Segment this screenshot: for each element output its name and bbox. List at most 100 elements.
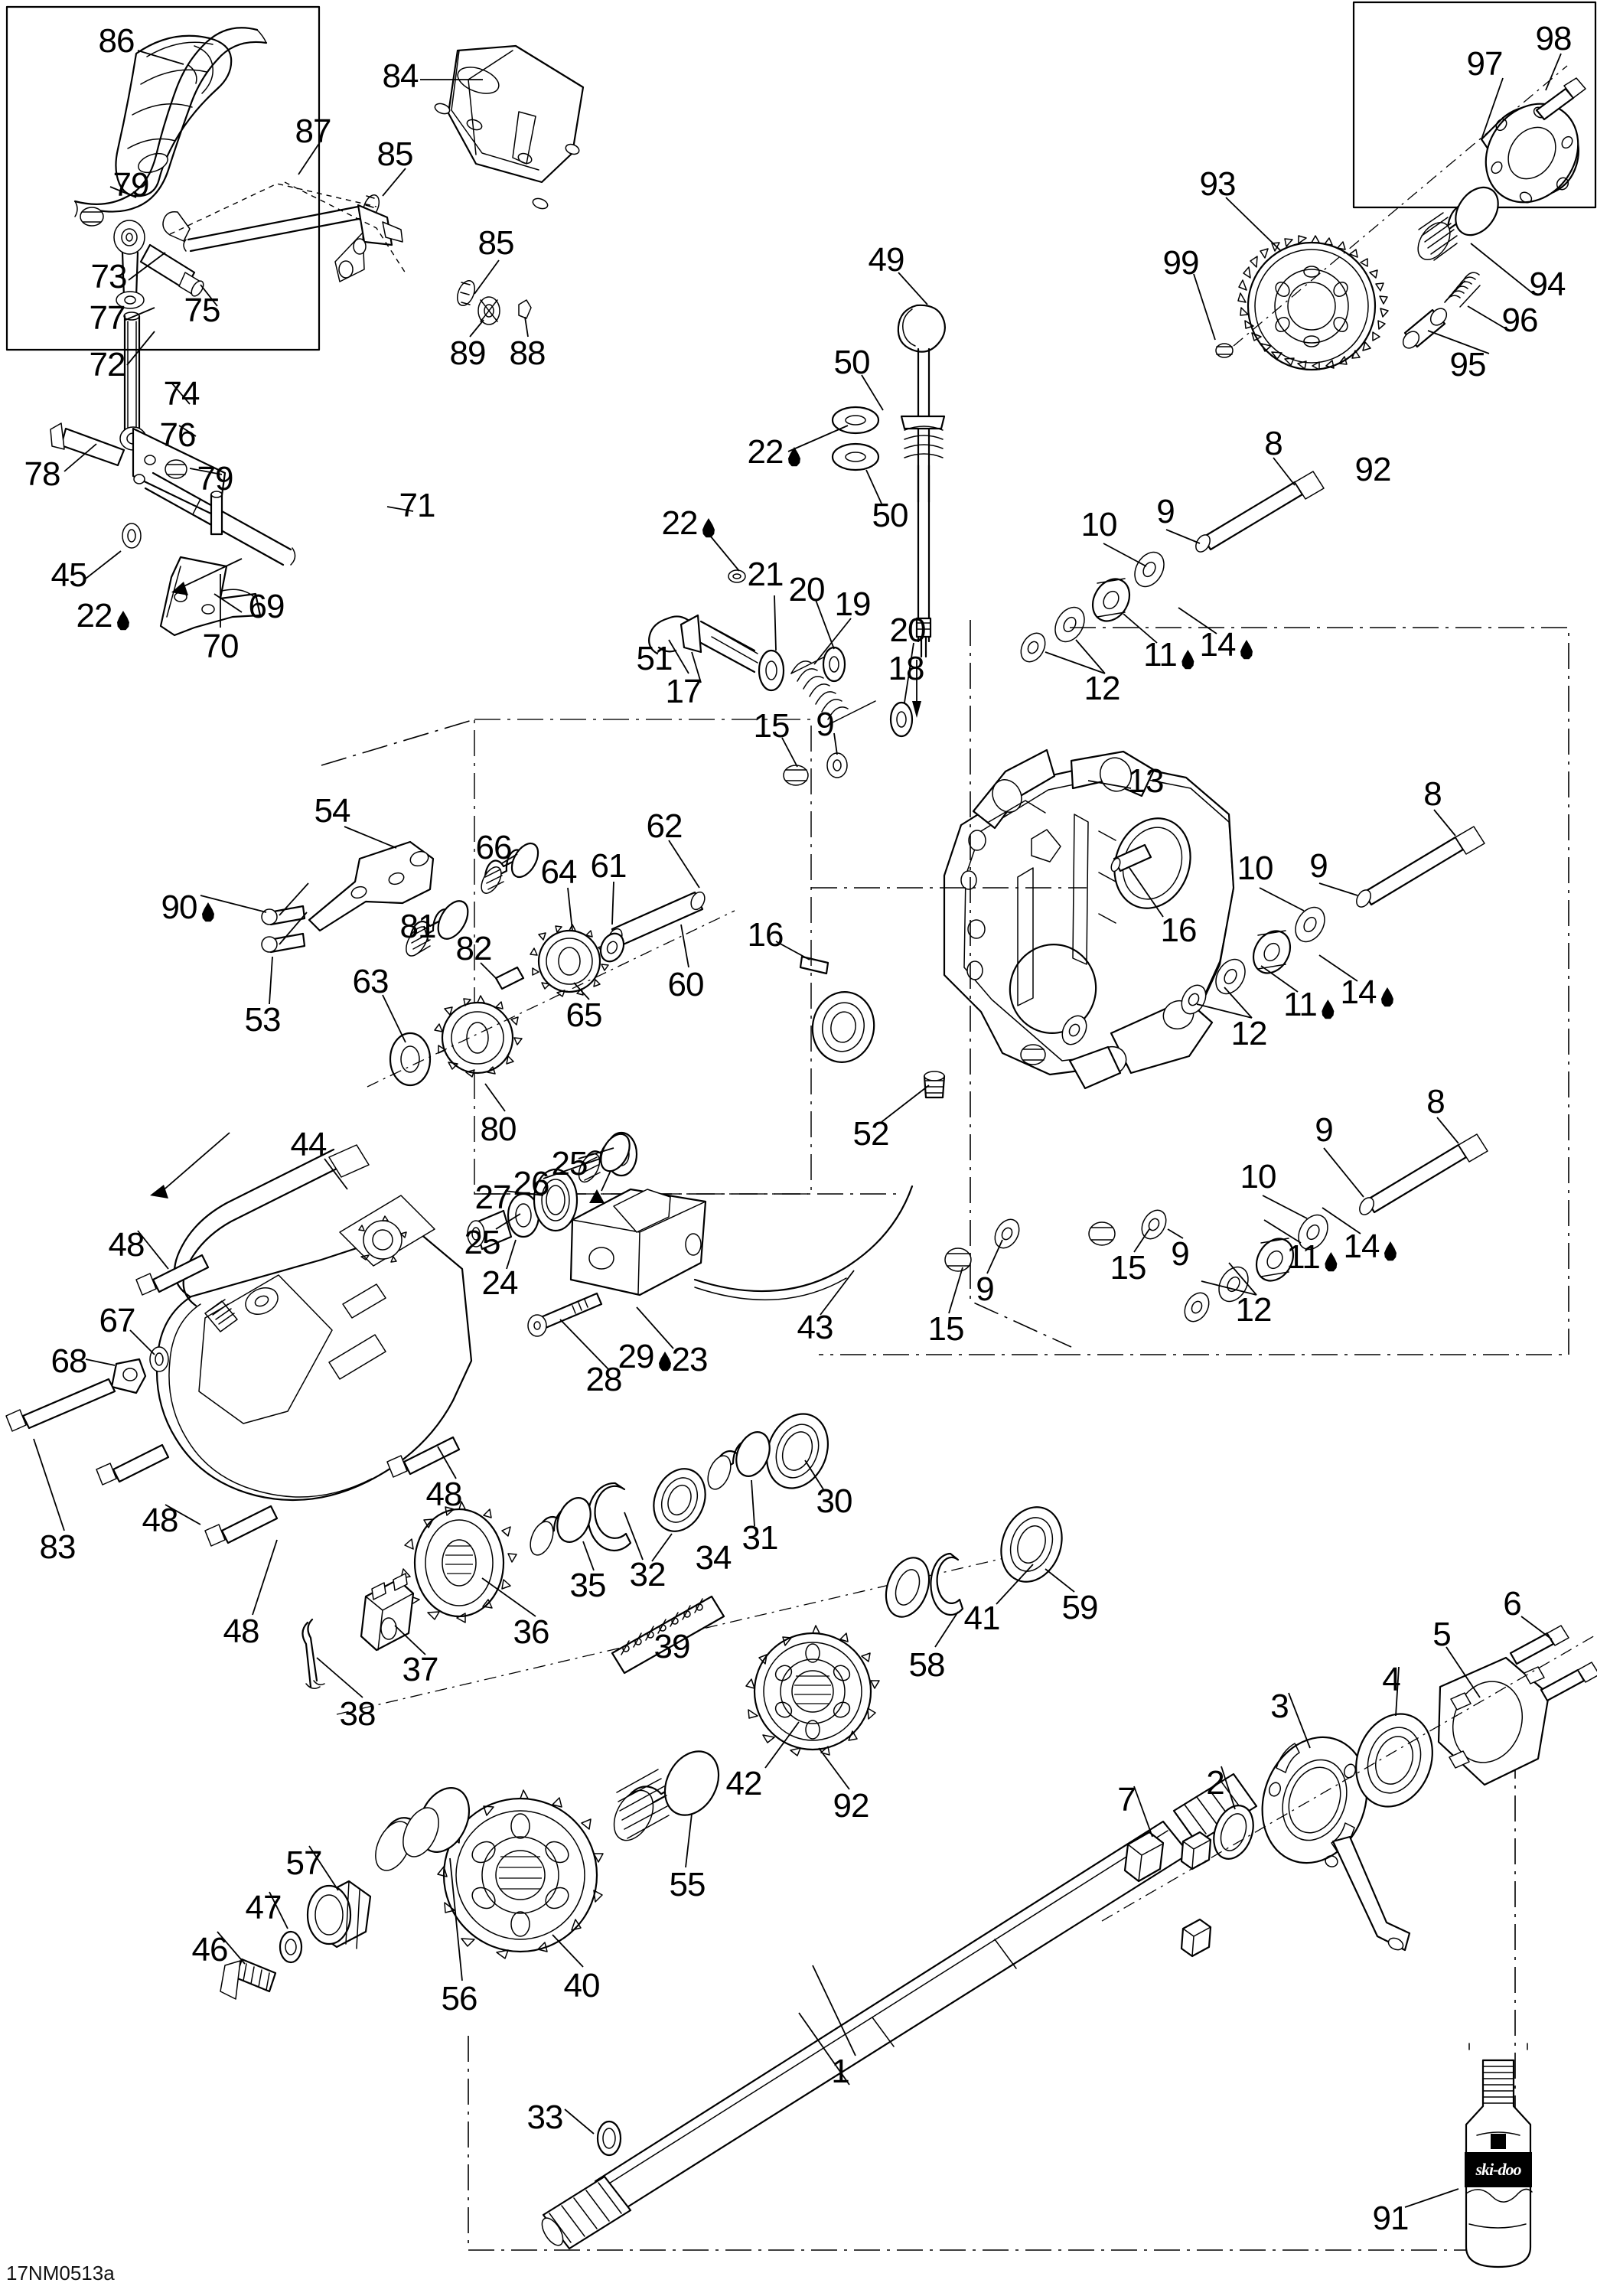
callout-number-3: 3	[1270, 1688, 1289, 1725]
parts-72-79-link	[50, 181, 408, 637]
callout-number-22: 22	[662, 507, 716, 540]
callout-number-22: 22	[77, 599, 131, 633]
callout-number-94: 94	[1529, 266, 1566, 303]
callout-number-1: 1	[831, 2053, 850, 2090]
callout-number-11: 11	[1143, 638, 1195, 672]
callout-number-69: 69	[248, 588, 285, 625]
callout-number-34: 34	[695, 1539, 732, 1577]
callout-number-7: 7	[1117, 1781, 1136, 1818]
callout-number-35: 35	[569, 1567, 607, 1604]
callout-number-70: 70	[202, 628, 240, 665]
callout-number-54: 54	[314, 792, 351, 830]
callout-number-10: 10	[1237, 850, 1274, 887]
callout-number-98: 98	[1535, 20, 1573, 57]
callout-number-65: 65	[565, 996, 603, 1034]
part-94	[1417, 186, 1499, 261]
callout-number-57: 57	[285, 1844, 323, 1882]
callout-number-20: 20	[889, 612, 927, 649]
callout-number-51: 51	[636, 640, 673, 677]
callout-number-4: 4	[1382, 1661, 1401, 1698]
callout-number-55: 55	[669, 1866, 706, 1903]
part-97	[1480, 103, 1580, 204]
callout-number-30: 30	[816, 1482, 853, 1520]
callout-number-93: 93	[1199, 165, 1237, 203]
drawing-code: 17NM0513a	[6, 2262, 115, 2285]
callout-number-80: 80	[480, 1110, 517, 1148]
callout-number-58: 58	[908, 1646, 946, 1684]
callout-number-79: 79	[197, 460, 234, 497]
part-96	[1444, 272, 1481, 308]
inset-93-99	[1215, 65, 1586, 371]
callout-number-60: 60	[667, 966, 705, 1003]
callout-number-48: 48	[108, 1226, 145, 1264]
callout-number-6: 6	[1503, 1585, 1522, 1623]
callout-number-56: 56	[441, 1980, 478, 2017]
callout-number-16: 16	[747, 916, 784, 954]
callout-number-36: 36	[513, 1613, 550, 1651]
cover-decal	[339, 1195, 435, 1267]
part-85-bushings	[362, 194, 475, 306]
callout-number-33: 33	[526, 2099, 564, 2136]
callout-number-8: 8	[1426, 1083, 1445, 1120]
parts-53-54-82-81-66-64-80-63	[261, 840, 735, 1088]
shaft-gears-30-42	[220, 1413, 1063, 2157]
callout-number-62: 62	[646, 807, 683, 845]
callout-number-41: 41	[963, 1600, 1001, 1637]
callout-number-87: 87	[295, 113, 332, 150]
callout-number-25: 25	[551, 1145, 588, 1182]
callout-number-92: 92	[833, 1787, 870, 1825]
parts-23-29-shift-block	[467, 1131, 914, 1337]
callout-number-88: 88	[509, 334, 546, 372]
callout-number-53: 53	[244, 1001, 282, 1039]
oil-bottle-brand-label: ski-doo	[1475, 2160, 1522, 2179]
callout-number-19: 19	[834, 585, 872, 623]
callout-number-8: 8	[1423, 775, 1442, 813]
parts-50-orings	[831, 406, 880, 471]
callout-number-79: 79	[112, 166, 150, 204]
part-1-driveshaft	[541, 1625, 1597, 2250]
callout-number-48: 48	[142, 1502, 179, 1539]
callout-number-18: 18	[888, 650, 925, 687]
callout-number-9: 9	[1309, 847, 1328, 885]
callout-number-48: 48	[425, 1476, 463, 1513]
callout-number-78: 78	[24, 455, 61, 493]
callout-number-81: 81	[399, 908, 437, 945]
callout-number-17: 17	[665, 673, 702, 710]
callout-number-16: 16	[1160, 912, 1198, 949]
callout-number-14: 14	[1341, 976, 1395, 1009]
callout-number-95: 95	[1449, 346, 1487, 383]
part-44-cover	[5, 1132, 473, 1547]
callout-number-46: 46	[191, 1931, 229, 1968]
callout-number-67: 67	[99, 1302, 136, 1339]
callout-number-24: 24	[481, 1264, 519, 1302]
callout-number-20: 20	[788, 571, 826, 608]
callout-number-59: 59	[1061, 1589, 1099, 1626]
callout-number-44: 44	[290, 1126, 328, 1163]
part-98-bolt	[1535, 77, 1586, 121]
callout-number-97: 97	[1466, 45, 1504, 83]
part-91-oil-bottle	[1465, 2043, 1533, 2268]
callout-number-47: 47	[245, 1889, 282, 1926]
callout-number-23: 23	[671, 1341, 709, 1378]
callout-number-31: 31	[741, 1519, 779, 1557]
callout-number-84: 84	[382, 57, 419, 95]
callout-number-21: 21	[747, 556, 784, 593]
callout-number-61: 61	[590, 847, 627, 885]
callout-number-85: 85	[376, 135, 414, 173]
callout-number-50: 50	[872, 497, 909, 534]
callout-number-89: 89	[449, 334, 487, 372]
callout-number-11: 11	[1286, 1241, 1338, 1274]
callout-number-8: 8	[1264, 425, 1283, 462]
callout-number-5: 5	[1432, 1616, 1452, 1653]
callout-number-9: 9	[816, 706, 835, 743]
callout-number-9: 9	[1156, 493, 1175, 530]
callout-number-73: 73	[90, 258, 128, 295]
callout-number-99: 99	[1162, 244, 1200, 282]
callout-number-50: 50	[833, 344, 871, 381]
callout-number-32: 32	[629, 1556, 667, 1593]
callout-number-40: 40	[563, 1967, 601, 2004]
callout-number-86: 86	[98, 22, 135, 60]
callout-number-42: 42	[725, 1765, 763, 1802]
